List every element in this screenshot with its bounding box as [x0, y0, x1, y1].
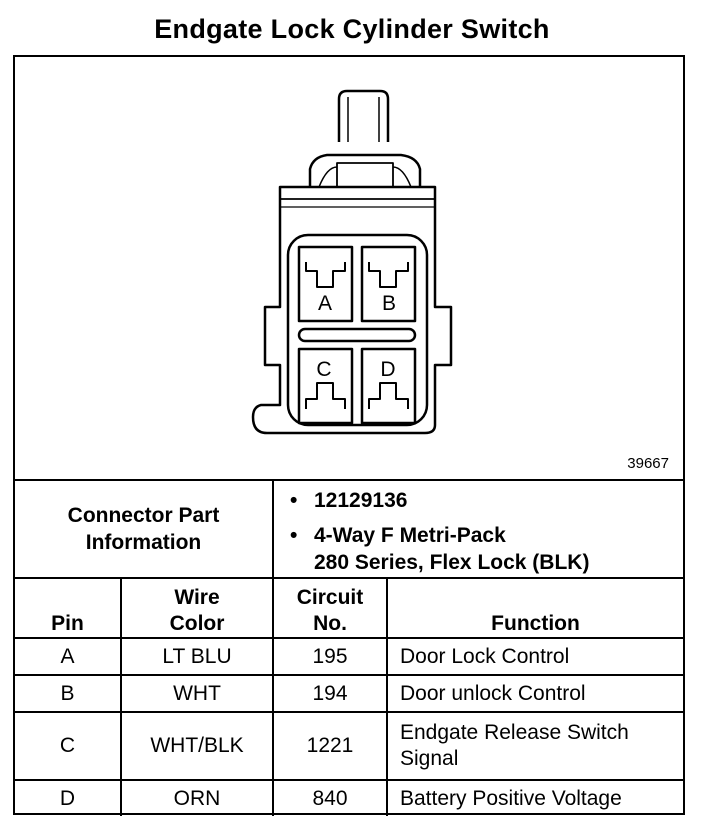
connector-diagram: A B C D 39667	[15, 57, 683, 481]
cell-circuit: 195	[272, 637, 388, 676]
cell-circuit: 194	[272, 674, 388, 713]
connector-table: Connector Part Information 12129136 4-Wa…	[15, 479, 684, 816]
cell-function: Endgate Release Switch Signal	[385, 711, 684, 781]
connector-info-row: Connector Part Information 12129136 4-Wa…	[15, 479, 684, 579]
pin-label-d: D	[380, 358, 395, 381]
table-row: D ORN 840 Battery Positive Voltage	[15, 779, 684, 816]
connector-body	[251, 185, 453, 435]
pin-label-b: B	[382, 292, 396, 315]
pin-cavity-b	[360, 245, 417, 323]
page-title: Endgate Lock Cylinder Switch	[154, 14, 550, 44]
diagram-frame: A B C D 39667 Connector Part Information…	[13, 55, 685, 816]
table-row: B WHT 194 Door unlock Control	[15, 674, 684, 713]
cell-pin: B	[15, 674, 122, 713]
cell-function: Battery Positive Voltage	[385, 779, 684, 816]
cell-wire-color: LT BLU	[120, 637, 274, 676]
cell-wire-color: WHT	[120, 674, 274, 713]
figure-number: 39667	[627, 455, 669, 472]
cell-circuit: 840	[272, 779, 388, 816]
pin-label-c: C	[316, 358, 331, 381]
connector-info-values: 12129136 4-Way F Metri-Pack 280 Series, …	[271, 479, 684, 579]
connector-info-label: Connector Part Information	[15, 479, 274, 579]
pin-cavity-a	[297, 245, 354, 323]
table-row: A LT BLU 195 Door Lock Control	[15, 637, 684, 676]
flex-lock	[308, 153, 422, 187]
part-number: 12129136	[290, 487, 683, 514]
cell-circuit: 1221	[272, 711, 388, 781]
table-header-row: Pin Wire Color Circuit No. Function	[15, 577, 684, 639]
connector-description: 4-Way F Metri-Pack 280 Series, Flex Lock…	[290, 522, 683, 576]
cell-function: Door unlock Control	[385, 674, 684, 713]
header-circuit-no: Circuit No.	[272, 577, 388, 639]
cell-pin: C	[15, 711, 122, 781]
header-function: Function	[385, 577, 684, 639]
pin-cavity-c	[297, 347, 354, 425]
header-pin: Pin	[15, 577, 122, 639]
cell-pin: D	[15, 779, 122, 816]
cell-function: Door Lock Control	[385, 637, 684, 676]
lock-tab	[337, 89, 390, 142]
cell-wire-color: WHT/BLK	[120, 711, 274, 781]
cell-pin: A	[15, 637, 122, 676]
pin-cavity-d	[360, 347, 417, 425]
connector-face-drawing: A B C D	[251, 89, 453, 435]
table-row: C WHT/BLK 1221 Endgate Release Switch Si…	[15, 711, 684, 781]
center-key	[297, 327, 417, 343]
header-wire-color: Wire Color	[120, 577, 274, 639]
terminal-cavity	[286, 233, 429, 427]
pin-label-a: A	[318, 292, 332, 315]
cell-wire-color: ORN	[120, 779, 274, 816]
